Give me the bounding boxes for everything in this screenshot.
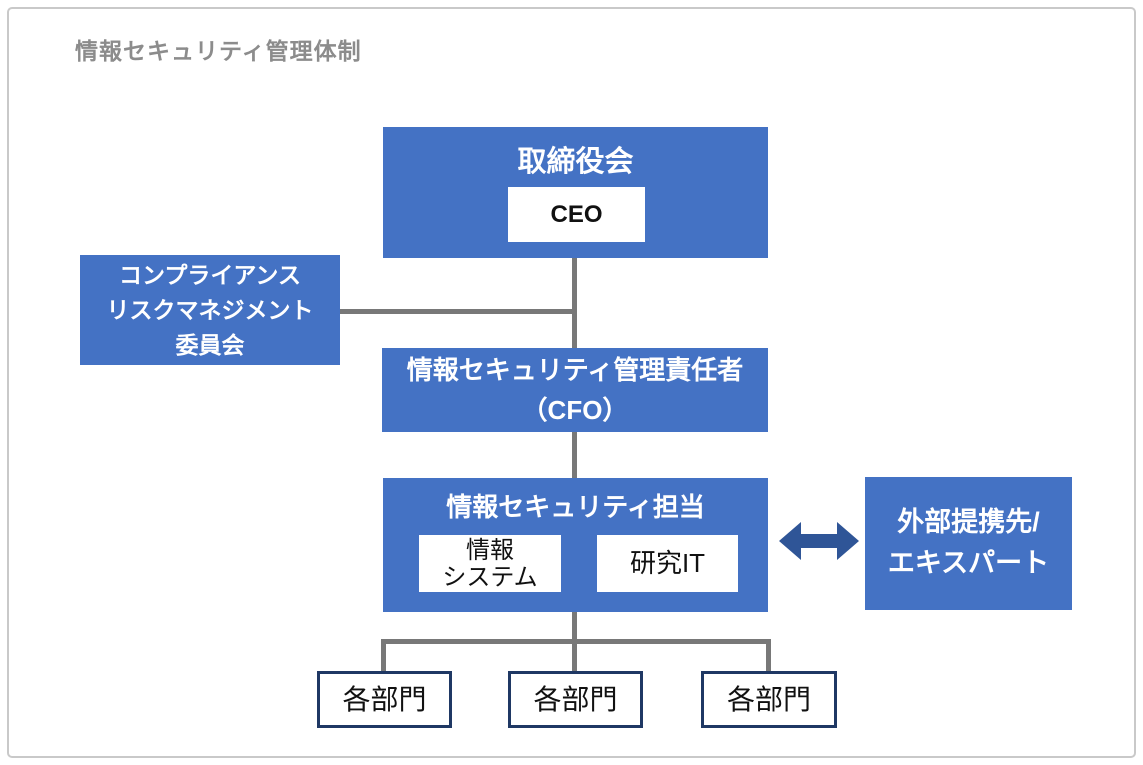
connector-drop-department-2 — [572, 639, 577, 671]
connector-drop-department-1 — [381, 639, 386, 671]
research-it-box: 研究IT — [597, 535, 738, 592]
ciso-box: 情報セキュリティ管理責任者 （CFO） — [382, 348, 768, 432]
connector-drop-department-3 — [766, 639, 771, 671]
department-box-1: 各部門 — [317, 671, 452, 728]
external-partners-box: 外部提携先/ エキスパート — [865, 477, 1072, 610]
ciso-line-1: 情報セキュリティ管理責任者 — [406, 355, 744, 385]
security-team-box: 情報セキュリティ担当 情報 システム 研究IT — [383, 478, 768, 612]
connector-committee-branch — [340, 309, 577, 314]
department-label-1: 各部門 — [342, 684, 427, 715]
ceo-box: CEO — [508, 187, 645, 242]
security-team-label: 情報セキュリティ担当 — [446, 492, 705, 522]
external-line-2: エキスパート — [887, 548, 1050, 578]
ciso-line-2: （CFO） — [521, 395, 629, 425]
committee-line-3: 委員会 — [175, 332, 245, 358]
connector-ciso-to-team — [572, 432, 577, 478]
department-label-3: 各部門 — [726, 684, 811, 715]
double-arrow-icon — [779, 522, 859, 560]
board-box: 取締役会 CEO — [383, 127, 768, 258]
info-system-box: 情報 システム — [419, 535, 561, 592]
department-box-3: 各部門 — [701, 671, 837, 728]
external-line-1: 外部提携先/ — [897, 507, 1040, 537]
info-system-line-1: 情報 — [466, 537, 514, 564]
committee-line-2: リスクマネジメント — [106, 297, 314, 323]
board-label: 取締役会 — [517, 146, 634, 178]
department-label-2: 各部門 — [533, 684, 618, 715]
connector-team-to-departments — [572, 612, 577, 644]
connector-board-to-ciso — [572, 258, 577, 348]
research-it-label: 研究IT — [629, 548, 706, 578]
page-title: 情報セキュリティ管理体制 — [75, 38, 362, 64]
committee-box: コンプライアンス リスクマネジメント 委員会 — [80, 255, 340, 365]
info-system-line-2: システム — [442, 564, 538, 591]
committee-line-1: コンプライアンス — [119, 262, 301, 288]
department-box-2: 各部門 — [508, 671, 643, 728]
ceo-label: CEO — [550, 201, 603, 228]
